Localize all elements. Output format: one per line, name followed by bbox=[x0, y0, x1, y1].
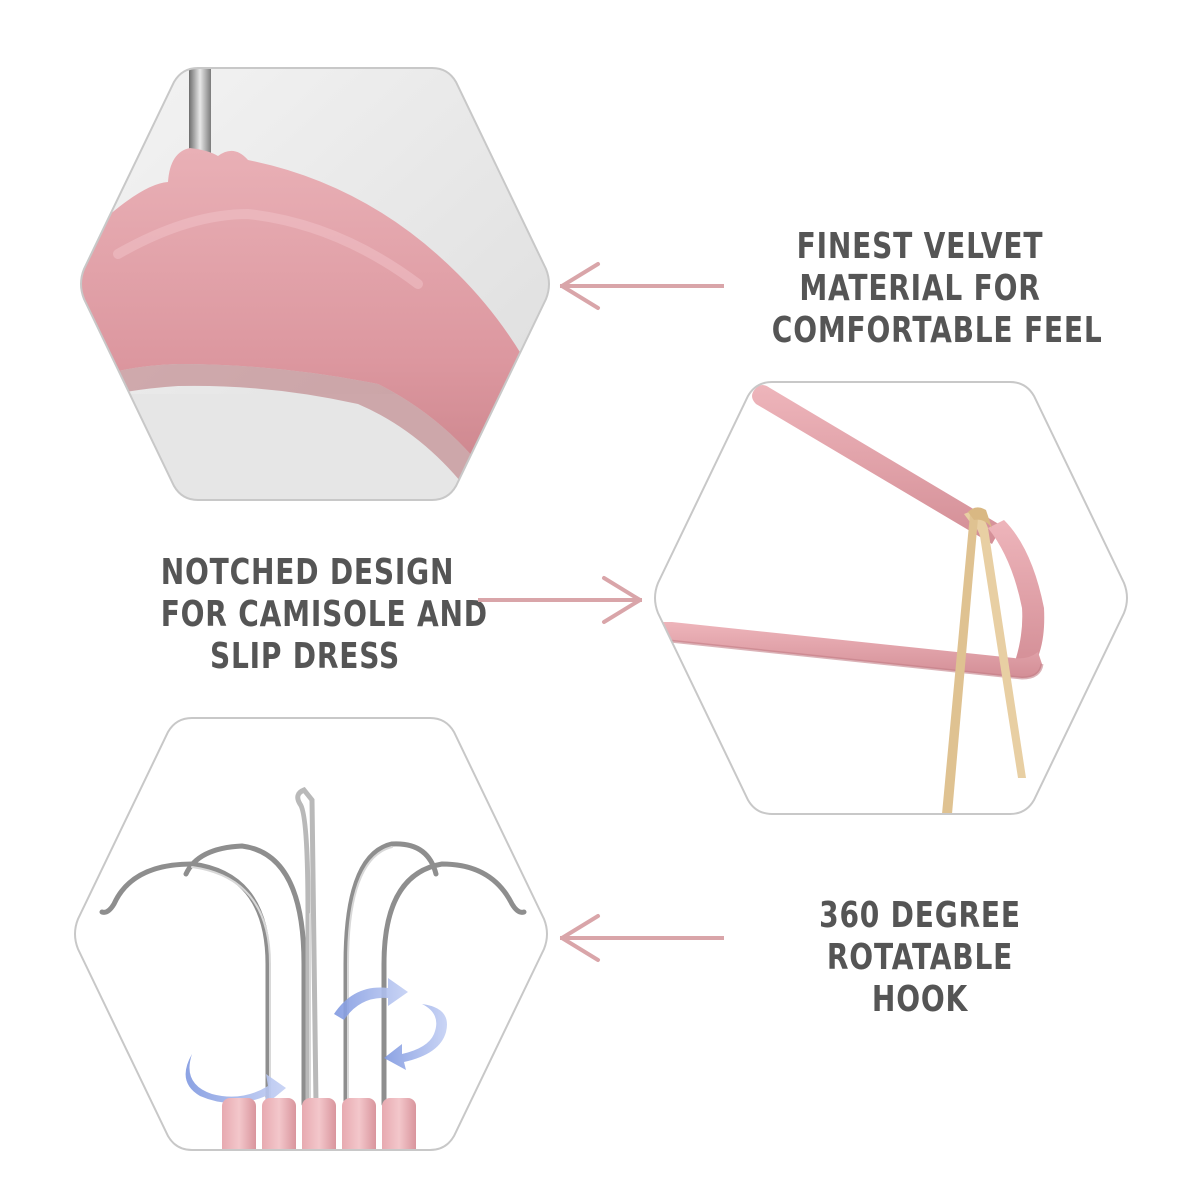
rotating-hooks-panel bbox=[72, 714, 550, 1154]
caption-line: ROTATABLE bbox=[826, 937, 1014, 978]
notch-strap-panel bbox=[652, 378, 1130, 818]
caption-line: HOOK bbox=[871, 979, 969, 1020]
arrow-left-1 bbox=[556, 260, 728, 312]
arrow-left-icon bbox=[560, 262, 724, 310]
arrow-left-icon bbox=[560, 914, 724, 962]
arrow-left-3 bbox=[556, 912, 728, 964]
arrow-right-2 bbox=[474, 574, 646, 626]
notch-strap-image bbox=[654, 381, 1128, 815]
caption-line: SLIP DRESS bbox=[209, 636, 401, 677]
caption-line: FINEST VELVET bbox=[796, 226, 1044, 267]
caption-line: COMFORTABLE FEEL bbox=[771, 310, 1103, 351]
velvet-closeup-image bbox=[80, 67, 550, 501]
feature-caption-hook: 360 DEGREE ROTATABLE HOOK bbox=[795, 895, 1045, 1021]
caption-line: NOTCHED DESIGN bbox=[160, 552, 455, 593]
arrow-right-icon bbox=[478, 576, 642, 624]
velvet-closeup-panel bbox=[78, 64, 552, 504]
feature-caption-velvet: FINEST VELVET MATERIAL FOR COMFORTABLE F… bbox=[771, 226, 1103, 352]
caption-line: 360 DEGREE bbox=[819, 895, 1021, 936]
caption-line: MATERIAL FOR bbox=[799, 268, 1041, 309]
caption-line: FOR CAMISOLE AND bbox=[160, 594, 488, 635]
rotating-hooks-image bbox=[74, 717, 548, 1151]
feature-caption-notch: NOTCHED DESIGN FOR CAMISOLE AND SLIP DRE… bbox=[160, 552, 488, 678]
